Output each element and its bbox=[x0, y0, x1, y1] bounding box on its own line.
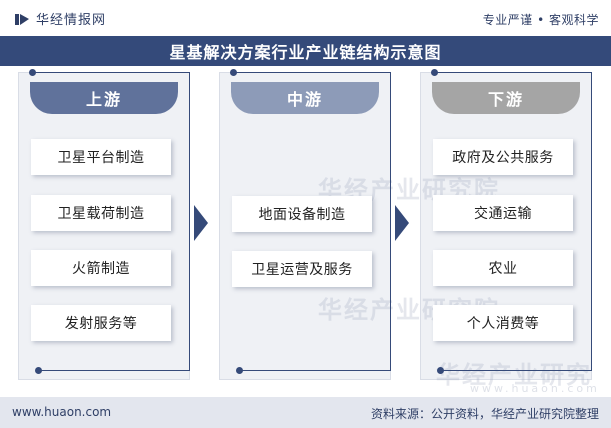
connector-dot bbox=[35, 367, 42, 374]
upstream-item-label: 卫星载荷制造 bbox=[57, 206, 145, 222]
footer-url-link[interactable]: www.huaon.com bbox=[12, 405, 112, 419]
connector-line bbox=[32, 72, 190, 73]
upstream-item-label: 火箭制造 bbox=[72, 261, 130, 277]
downstream-item: 政府及公共服务 bbox=[433, 139, 573, 175]
midstream-header: 中游 bbox=[231, 82, 379, 114]
footer: www.huaon.com 资料来源：公开资料，华经产业研究院整理 bbox=[0, 397, 611, 428]
tagline: 专业严谨 • 客观科学 bbox=[482, 13, 599, 27]
downstream-item: 交通运输 bbox=[433, 195, 573, 231]
connector-line bbox=[239, 370, 391, 371]
connector-line bbox=[390, 72, 391, 370]
upstream-header: 上游 bbox=[30, 82, 178, 114]
downstream-label: 下游 bbox=[487, 90, 524, 109]
page-title: 星基解决方案行业产业链结构示意图 bbox=[169, 43, 442, 62]
top-bar: 华经情报网 专业严谨 • 客观科学 bbox=[0, 0, 611, 36]
upstream-label: 上游 bbox=[85, 90, 122, 109]
downstream-item-label: 交通运输 bbox=[474, 206, 532, 222]
upstream-item: 发射服务等 bbox=[31, 305, 171, 341]
upstream-item: 火箭制造 bbox=[31, 250, 171, 286]
downstream-item: 个人消费等 bbox=[433, 305, 573, 341]
downstream-item-label: 农业 bbox=[488, 261, 518, 277]
upstream-item: 卫星载荷制造 bbox=[31, 195, 171, 231]
watermark-url: www.huaon.com bbox=[470, 382, 600, 395]
title-bar: 星基解决方案行业产业链结构示意图 bbox=[0, 36, 611, 66]
footer-source: 资料来源：公开资料，华经产业研究院整理 bbox=[370, 407, 599, 421]
connector-dot bbox=[437, 367, 444, 374]
connector-line bbox=[434, 72, 592, 73]
upstream-item-label: 卫星平台制造 bbox=[57, 150, 145, 166]
midstream-label: 中游 bbox=[286, 90, 323, 109]
flow-arrow-icon bbox=[395, 205, 409, 241]
upstream-item-label: 发射服务等 bbox=[64, 316, 138, 332]
midstream-item: 地面设备制造 bbox=[232, 196, 372, 232]
connector-line bbox=[591, 72, 592, 370]
midstream-item-label: 地面设备制造 bbox=[258, 207, 346, 223]
brand[interactable]: 华经情报网 bbox=[14, 9, 106, 28]
brand-name: 华经情报网 bbox=[36, 13, 107, 28]
connector-line bbox=[233, 72, 391, 73]
connector-line bbox=[440, 370, 592, 371]
midstream-item: 卫星运营及服务 bbox=[232, 251, 372, 287]
flow-arrow-icon bbox=[194, 205, 208, 241]
downstream-item-label: 政府及公共服务 bbox=[452, 150, 554, 166]
brand-logo-icon bbox=[15, 13, 29, 25]
midstream-item-label: 卫星运营及服务 bbox=[251, 262, 353, 278]
downstream-item-label: 个人消费等 bbox=[466, 316, 540, 332]
downstream-item: 农业 bbox=[433, 250, 573, 286]
connector-line bbox=[38, 370, 190, 371]
connector-line bbox=[189, 72, 190, 370]
connector-dot bbox=[236, 367, 243, 374]
upstream-item: 卫星平台制造 bbox=[31, 139, 171, 175]
downstream-header: 下游 bbox=[432, 82, 580, 114]
